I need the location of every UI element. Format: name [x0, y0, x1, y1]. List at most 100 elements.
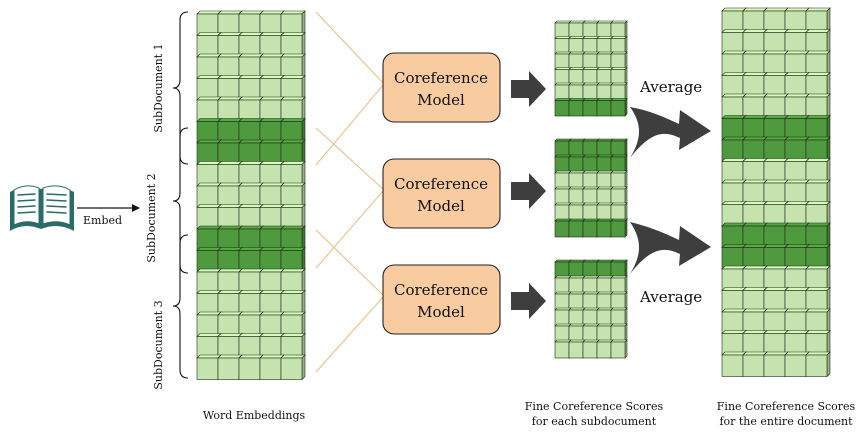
cube-row — [554, 35, 628, 55]
cube-row — [721, 265, 831, 292]
cube-row — [554, 339, 628, 359]
cube-face — [568, 218, 586, 222]
cube-face — [596, 220, 612, 238]
cube-face — [805, 72, 831, 76]
cube-face — [301, 311, 306, 338]
cube-face — [554, 325, 570, 343]
cube-face — [554, 204, 570, 222]
cube-face — [238, 247, 264, 251]
cube-face — [196, 354, 222, 359]
model-output-arrows — [511, 71, 546, 319]
cube-face — [610, 154, 628, 158]
cube-face — [784, 179, 810, 184]
cube-face — [259, 357, 282, 380]
cube-row — [554, 259, 628, 279]
cube-face — [610, 138, 628, 142]
cube-row — [554, 202, 628, 222]
cube-row — [196, 74, 306, 101]
cube-face — [721, 136, 747, 141]
cube-face — [280, 290, 306, 294]
cube-face — [784, 29, 810, 33]
document-scores-grid — [721, 7, 831, 378]
cube-face — [826, 7, 831, 34]
cube-face — [217, 204, 243, 208]
cube-face — [280, 357, 303, 380]
cube-face — [596, 170, 614, 174]
cube-face — [280, 311, 306, 316]
cube-face — [301, 31, 306, 58]
cube-face — [280, 32, 306, 36]
cube-face — [742, 330, 768, 334]
cube-face — [582, 138, 600, 142]
cube-face — [826, 200, 831, 227]
cube-row — [721, 28, 831, 55]
cube-face — [554, 53, 570, 70]
cube-face — [721, 265, 747, 270]
cube-face — [568, 220, 584, 238]
cube-face — [826, 308, 831, 335]
cube-face — [721, 115, 747, 119]
cube-face — [554, 22, 570, 39]
cube-face — [826, 286, 831, 313]
cube-row — [721, 50, 831, 77]
cube-face — [568, 138, 586, 142]
cube-face — [280, 10, 306, 15]
cube-face — [238, 118, 264, 122]
cube-face — [554, 138, 572, 142]
embed-arrow — [77, 204, 140, 212]
cube-face — [280, 182, 306, 187]
cube-face — [742, 136, 768, 141]
cube-face — [554, 277, 570, 295]
word-embeddings-grid — [196, 10, 306, 381]
cube-face — [554, 220, 570, 238]
cube-face — [610, 218, 628, 222]
cube-row — [721, 329, 831, 356]
cube-face — [217, 10, 243, 15]
cube-face — [196, 96, 222, 101]
word-embeddings-caption: Word Embeddings — [203, 409, 306, 422]
model-label-line2: Model — [417, 91, 465, 109]
cube-face — [301, 246, 306, 273]
cube-face — [554, 172, 570, 190]
cube-face — [238, 139, 264, 144]
cube-face — [554, 156, 570, 174]
cube-row — [721, 136, 831, 163]
cube-face — [259, 10, 285, 15]
cube-face — [238, 96, 264, 101]
cube-face — [196, 268, 222, 273]
cube-face — [217, 161, 243, 165]
cube-face — [259, 290, 285, 294]
cube-face — [763, 308, 789, 313]
cube-row — [196, 311, 306, 338]
cube-face — [596, 218, 614, 222]
cube-face — [259, 354, 285, 359]
cube-face — [554, 98, 572, 101]
cube-face — [217, 53, 243, 58]
cube-face — [826, 243, 831, 270]
cube-row — [554, 66, 628, 86]
cube-face — [610, 202, 628, 206]
cube-face — [238, 182, 264, 187]
cube-face — [259, 268, 285, 273]
cube-row — [554, 51, 628, 71]
cube-face — [784, 244, 810, 248]
cube-face — [596, 98, 614, 101]
cube-face — [826, 28, 831, 55]
cube-face — [826, 93, 831, 120]
cube-face — [784, 354, 807, 377]
cube-face — [742, 115, 768, 119]
cube-face — [554, 293, 570, 311]
cube-face — [196, 311, 222, 316]
cube-row — [196, 246, 306, 273]
cube-face — [763, 351, 789, 356]
cube-face — [568, 202, 586, 206]
cube-face — [217, 182, 243, 187]
subdoc-scores-caption-line1: Fine Coreference Scores — [525, 400, 664, 413]
subdoc-label-1: SubDocument 1 — [152, 43, 165, 132]
cube-face — [196, 247, 222, 251]
cube-face — [238, 204, 264, 208]
cube-face — [554, 188, 570, 206]
cube-row — [196, 289, 306, 316]
cube-face — [805, 179, 831, 184]
cube-face — [784, 287, 810, 291]
